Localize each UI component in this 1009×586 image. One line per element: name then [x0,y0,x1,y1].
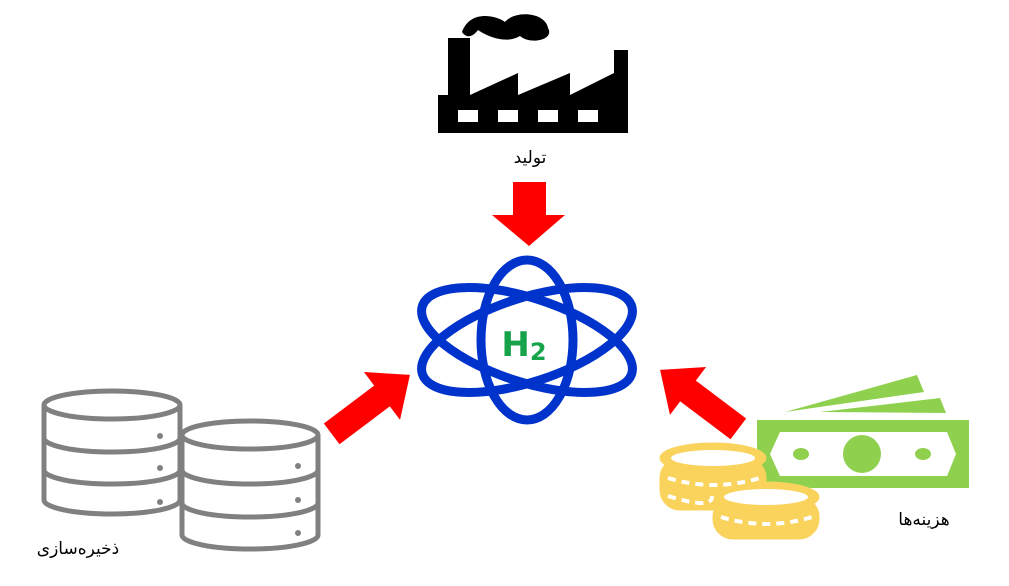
production-label: تولید [513,148,547,168]
factory-icon [438,14,628,133]
arrows [323,182,747,445]
storage-label: ذخیره‌سازی [36,539,120,559]
database-storage-icon [41,388,321,552]
costs-label: هزینه‌ها [898,510,950,530]
arrow-right-icon [660,367,747,440]
arrow-left-icon [323,372,410,445]
money-coins-icon [659,375,969,540]
arrow-down-icon [492,182,565,246]
h2-label: H2 [501,325,546,366]
hydrogen-atom-icon [417,255,637,425]
